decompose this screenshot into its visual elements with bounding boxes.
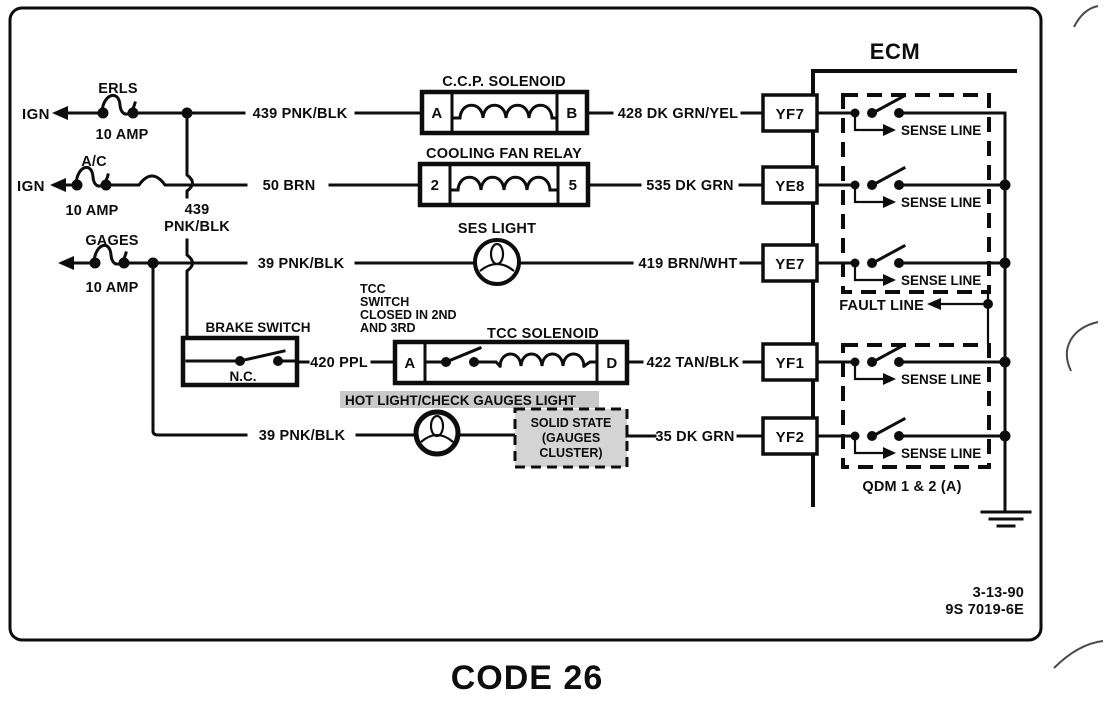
cooling-fan-relay: COOLING FAN RELAY 2 5 — [417, 146, 591, 208]
svg-text:39 PNK/BLK: 39 PNK/BLK — [259, 428, 346, 444]
gauges-cluster-box: SOLID STATE (GAUGES CLUSTER) — [456, 407, 629, 469]
wire-35-dk-grn: 35 DK GRN — [625, 429, 765, 445]
svg-text:(GAUGES: (GAUGES — [542, 431, 600, 445]
brake-switch-contact: N.C. — [230, 369, 257, 384]
brake-switch-label: BRAKE SWITCH — [206, 320, 311, 335]
sense-line-label: SENSE LINE — [901, 372, 981, 387]
tcc-solenoid: TCC SOLENOID A D — [392, 326, 630, 386]
ecm-title: ECM — [870, 39, 920, 64]
wire-422-tan-blk: 422 TAN/BLK — [625, 355, 765, 371]
ses-light: SES LIGHT — [458, 221, 536, 286]
svg-text:428 DK GRN/YEL: 428 DK GRN/YEL — [618, 106, 738, 122]
fault-line: FAULT LINE — [839, 292, 993, 345]
sense-line-label: SENSE LINE — [901, 195, 981, 210]
svg-text:439 PNK/BLK: 439 PNK/BLK — [253, 106, 348, 122]
footer-date: 3-13-90 — [973, 585, 1024, 601]
fuse-circuit-ac: IGN A/C 10 AMP — [17, 154, 118, 219]
svg-text:YF2: YF2 — [776, 429, 805, 446]
qdm-label: QDM 1 & 2 (A) — [862, 479, 961, 495]
qdm-driver-switch-row5: SENSE LINE — [815, 416, 981, 461]
tcc-solenoid-label: TCC SOLENOID — [487, 326, 599, 342]
svg-text:B: B — [566, 105, 577, 122]
svg-text:YE7: YE7 — [775, 256, 805, 273]
svg-text:39 PNK/BLK: 39 PNK/BLK — [258, 256, 345, 272]
svg-text:PNK/BLK: PNK/BLK — [164, 219, 230, 235]
svg-text:535 DK GRN: 535 DK GRN — [646, 178, 733, 194]
wire-39-pnk-blk: 39 PNK/BLK — [122, 256, 477, 272]
ign-feed-label: IGN — [17, 178, 45, 195]
wire-419-brn-wht: 419 BRN/WHT — [517, 256, 765, 272]
ccp-solenoid: C.C.P. SOLENOID A B — [419, 74, 590, 136]
qdm-driver-switch-row2: SENSE LINE — [815, 165, 981, 210]
wire-39-pnk-blk-bottom: 39 PNK/BLK — [259, 428, 419, 444]
sense-line-label: SENSE LINE — [901, 123, 981, 138]
fuse-name: A/C — [81, 154, 107, 170]
page-title: CODE 26 — [451, 659, 604, 697]
svg-text:2: 2 — [431, 177, 440, 194]
qdm-driver-switch-row3: SENSE LINE — [815, 243, 981, 288]
footer-doc-number: 9S 7019-6E — [945, 602, 1024, 618]
ecm-terminal-ye8: YE8 — [761, 165, 819, 205]
qdm-dashed-box-1 — [841, 93, 991, 294]
svg-text:419 BRN/WHT: 419 BRN/WHT — [639, 256, 738, 272]
svg-text:35 DK GRN: 35 DK GRN — [655, 429, 734, 445]
fuse-circuit-erls: IGN ERLS 10 AMP — [22, 81, 148, 143]
fault-line-label: FAULT LINE — [839, 298, 924, 314]
wire-439-vertical: 439 PNK/BLK — [164, 111, 230, 363]
sense-line-label: SENSE LINE — [901, 446, 981, 461]
ecm-terminal-yf7: YF7 — [761, 93, 819, 133]
cooling-fan-relay-label: COOLING FAN RELAY — [426, 146, 582, 162]
wire-428-dk-grn-yel: 428 DK GRN/YEL — [585, 106, 765, 122]
wire-50-brn: 50 BRN — [104, 174, 422, 194]
wire-gages-vertical — [151, 261, 248, 437]
hot-light-label: HOT LIGHT/CHECK GAUGES LIGHT — [345, 393, 577, 408]
qdm-driver-switch-row1: SENSE LINE — [815, 93, 981, 138]
hot-light: HOT LIGHT/CHECK GAUGES LIGHT — [340, 391, 599, 457]
fuse-name: ERLS — [98, 81, 138, 97]
svg-text:A: A — [404, 355, 415, 372]
qdm-dashed-box-2 — [841, 343, 991, 469]
ecm-terminal-yf2: YF2 — [761, 416, 819, 456]
fuse-name: GAGES — [85, 233, 138, 249]
svg-text:439: 439 — [185, 202, 210, 218]
fuse-circuit-gages: GAGES 10 AMP — [58, 233, 139, 296]
svg-text:YF7: YF7 — [776, 106, 805, 123]
wire-439-pnk-blk: 439 PNK/BLK — [131, 106, 424, 122]
svg-text:D: D — [606, 355, 617, 372]
svg-text:50 BRN: 50 BRN — [263, 178, 316, 194]
ground-symbol — [980, 510, 1032, 528]
page-border — [8, 6, 1043, 642]
svg-text:SWITCH: SWITCH — [360, 295, 409, 309]
svg-text:YF1: YF1 — [776, 355, 805, 372]
ecm-terminal-ye7: YE7 — [761, 243, 819, 283]
ecm-output-trunk — [898, 111, 1011, 513]
svg-text:CLOSED IN 2ND: CLOSED IN 2ND — [360, 308, 457, 322]
svg-text:SOLID STATE: SOLID STATE — [531, 416, 612, 430]
brake-switch: BRAKE SWITCH N.C. — [180, 320, 311, 388]
ign-feed-label: IGN — [22, 106, 50, 123]
tcc-switch-note: TCC SWITCH CLOSED IN 2ND AND 3RD — [360, 282, 457, 335]
ses-light-label: SES LIGHT — [458, 221, 536, 237]
fuse-rating: 10 AMP — [85, 280, 138, 296]
svg-text:422 TAN/BLK: 422 TAN/BLK — [647, 355, 740, 371]
ccp-solenoid-label: C.C.P. SOLENOID — [442, 74, 566, 90]
svg-text:420 PPL: 420 PPL — [310, 355, 368, 371]
svg-text:TCC: TCC — [360, 282, 386, 296]
svg-text:YE8: YE8 — [775, 178, 805, 195]
qdm-driver-switch-row4: SENSE LINE — [815, 342, 981, 387]
sense-line-label: SENSE LINE — [901, 273, 981, 288]
svg-text:5: 5 — [569, 177, 578, 194]
wire-535-dk-grn: 535 DK GRN — [586, 178, 765, 194]
svg-text:A: A — [431, 105, 442, 122]
fuse-rating: 10 AMP — [65, 203, 118, 219]
svg-text:AND 3RD: AND 3RD — [360, 321, 416, 335]
fuse-rating: 10 AMP — [95, 127, 148, 143]
footer: 3-13-90 9S 7019-6E — [945, 585, 1024, 618]
wire-420-ppl: 420 PPL — [295, 355, 397, 371]
scan-artifact — [1053, 5, 1104, 669]
ecm-terminal-yf1: YF1 — [761, 342, 819, 382]
svg-text:CLUSTER): CLUSTER) — [539, 446, 602, 460]
